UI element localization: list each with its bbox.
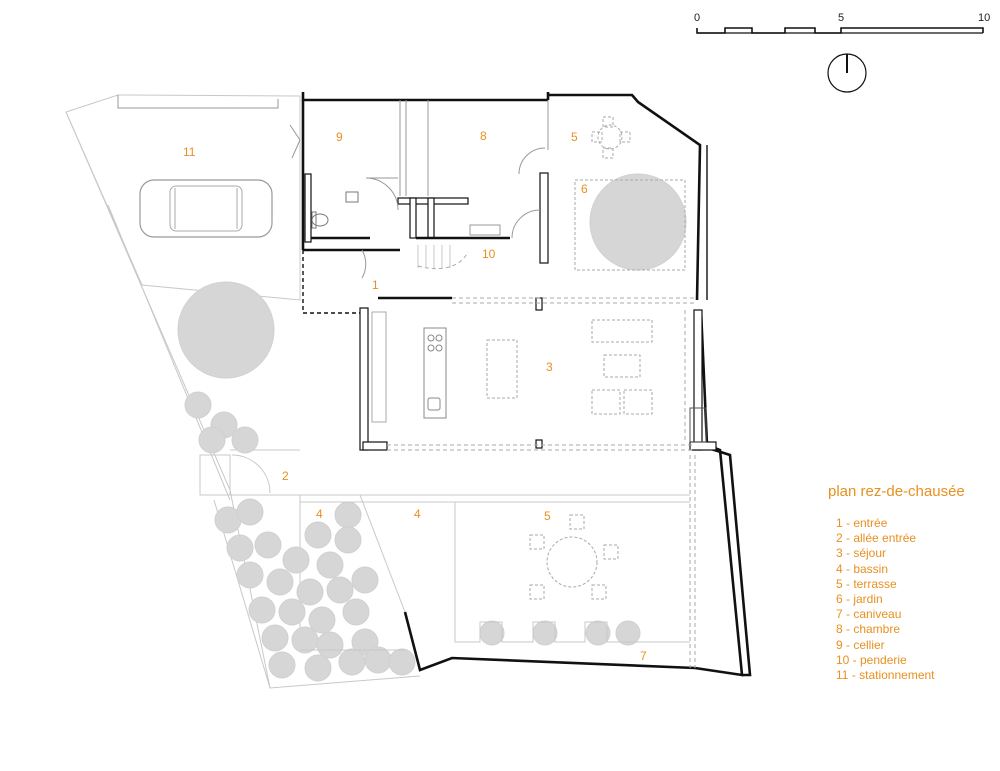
- legend-item: 8 - chambre: [836, 622, 901, 637]
- legend-item: 4 - bassin: [836, 561, 889, 576]
- car-icon: [139, 179, 273, 238]
- legend-item: 7 - caniveau: [836, 607, 902, 622]
- room-labels: 11 9 8 5 6 10 1 3 2 4 4 5 7: [183, 129, 647, 663]
- interior-walls: [304, 100, 717, 451]
- scale-bar: 0 5 10: [694, 12, 990, 34]
- room-label-7: 7: [640, 649, 647, 663]
- door-icons: [289, 124, 546, 279]
- basin-outlines: [300, 494, 690, 651]
- room-label-5-south: 5: [544, 509, 551, 523]
- terrace-furniture: [529, 116, 631, 600]
- room-label-1: 1: [372, 278, 379, 292]
- tree-icons: [177, 173, 687, 682]
- fixtures: [311, 191, 501, 270]
- scale-tick-10: 10: [978, 12, 990, 24]
- living-furniture: [371, 179, 686, 423]
- legend-item: 1 - entrée: [836, 516, 888, 530]
- scale-tick-5: 5: [838, 12, 844, 24]
- legend-item: 6 - jardin: [836, 592, 883, 607]
- legend-title: plan rez-de-chausée: [828, 483, 965, 500]
- room-label-9: 9: [336, 130, 343, 144]
- room-label-6: 6: [581, 182, 588, 196]
- room-label-5-north: 5: [571, 130, 578, 144]
- north-arrow-icon: [827, 53, 867, 93]
- legend: plan rez-de-chausée 1 - entrée 2 - allée…: [828, 483, 965, 683]
- room-label-10: 10: [482, 247, 496, 261]
- legend-item: 11 - stationnement: [836, 668, 935, 683]
- legend-list: 1 - entrée 2 - allée entrée 3 - séjour 4…: [828, 516, 965, 683]
- scale-tick-0: 0: [694, 12, 700, 24]
- room-label-4-east: 4: [414, 507, 421, 521]
- legend-item: 9 - cellier: [836, 637, 885, 652]
- stairs-icon: [417, 245, 469, 270]
- legend-item: 3 - séjour: [836, 546, 887, 561]
- room-label-4-west: 4: [316, 507, 323, 521]
- legend-item: 2 - allée entrée: [836, 531, 917, 546]
- room-label-2: 2: [282, 469, 289, 483]
- legend-item: 10 - penderie: [836, 652, 907, 667]
- room-label-3: 3: [546, 360, 553, 374]
- legend-item: 5 - terrasse: [836, 576, 897, 591]
- room-label-11: 11: [183, 145, 196, 159]
- room-label-8: 8: [480, 129, 487, 143]
- site-outline: [65, 94, 690, 689]
- glazing-lines: [387, 297, 696, 668]
